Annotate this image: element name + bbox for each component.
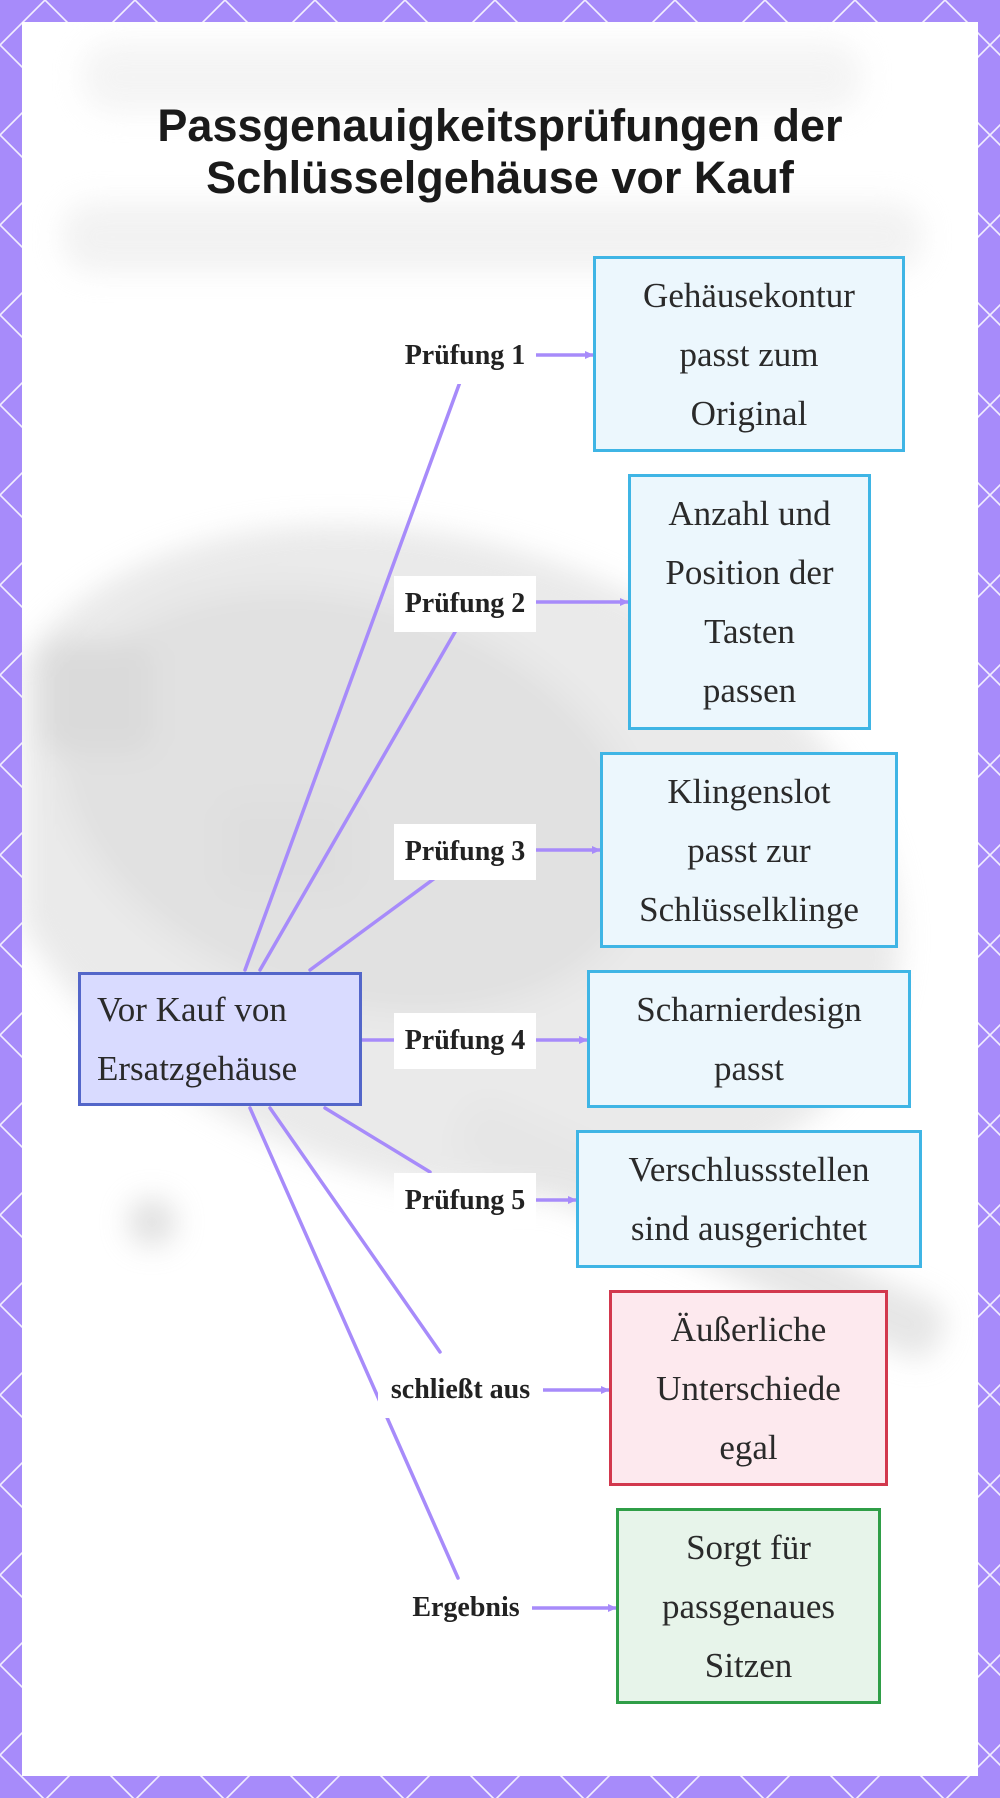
edge-label-check-5: Prüfung 5 xyxy=(394,1173,536,1229)
node-closure-line-1: Verschlussstellen xyxy=(628,1150,870,1189)
node-housing-contour-line-3: Original xyxy=(690,393,808,433)
node-hinge-line-1: Scharnierdesign xyxy=(636,990,862,1029)
node-closure-points: Verschlussstellen sind ausgerichtet xyxy=(576,1130,922,1268)
node-button-line-1: Anzahl und xyxy=(668,494,831,533)
node-blade-slot-line-2: passt zur xyxy=(687,830,811,870)
node-external-line-1: Äußerliche xyxy=(670,1309,827,1349)
node-button-line-3: Tasten xyxy=(704,612,795,651)
title-line-1: Passgenauigkeitsprüfungen der xyxy=(157,100,843,151)
node-blade-slot-line-1: Klingenslot xyxy=(667,771,831,811)
node-button-line-2: Position der xyxy=(665,553,834,592)
edge-label-check-4: Prüfung 4 xyxy=(394,1013,536,1069)
edge-label-excludes: schließt aus xyxy=(378,1362,543,1418)
node-hinge-line-2: passt xyxy=(713,1049,784,1088)
node-housing-contour-line-1: Gehäusekontur xyxy=(643,275,855,315)
edge-label-check-3: Prüfung 3 xyxy=(394,824,536,880)
node-external-line-2: Unterschiede xyxy=(656,1368,841,1408)
node-result-fit: Sorgt für passgenaues Sitzen xyxy=(616,1508,881,1704)
node-result-line-1: Sorgt für xyxy=(686,1527,811,1567)
node-blade-slot-line-3: Schlüsselklinge xyxy=(639,889,859,929)
edge-label-result: Ergebnis xyxy=(400,1580,532,1636)
node-closure-line-2: sind ausgerichtet xyxy=(630,1209,868,1248)
node-button-count-position: Anzahl und Position der Tasten passen xyxy=(628,474,871,730)
edge-label-check-1: Prüfung 1 xyxy=(394,328,536,384)
node-result-line-2: passgenaues xyxy=(661,1586,835,1626)
root-node-before-purchase: Vor Kauf von Ersatzgehäuse xyxy=(78,972,362,1106)
node-housing-contour-line-2: passt zum xyxy=(679,334,819,374)
root-node-line-2: Ersatzgehäuse xyxy=(97,1049,298,1088)
node-button-line-4: passen xyxy=(702,671,797,710)
node-external-line-3: egal xyxy=(719,1427,778,1467)
node-housing-contour: Gehäusekontur passt zum Original xyxy=(593,256,905,452)
node-blade-slot: Klingenslot passt zur Schlüsselklinge xyxy=(600,752,898,948)
root-node-line-1: Vor Kauf von xyxy=(97,990,287,1029)
page-title: Passgenauigkeitsprüfungen der Schlüsselg… xyxy=(22,100,978,204)
node-result-line-3: Sitzen xyxy=(704,1645,793,1685)
title-line-2: Schlüsselgehäuse vor Kauf xyxy=(206,152,794,203)
node-hinge-design: Scharnierdesign passt xyxy=(587,970,911,1108)
edge-label-check-2: Prüfung 2 xyxy=(394,576,536,632)
node-external-differences: Äußerliche Unterschiede egal xyxy=(609,1290,888,1486)
